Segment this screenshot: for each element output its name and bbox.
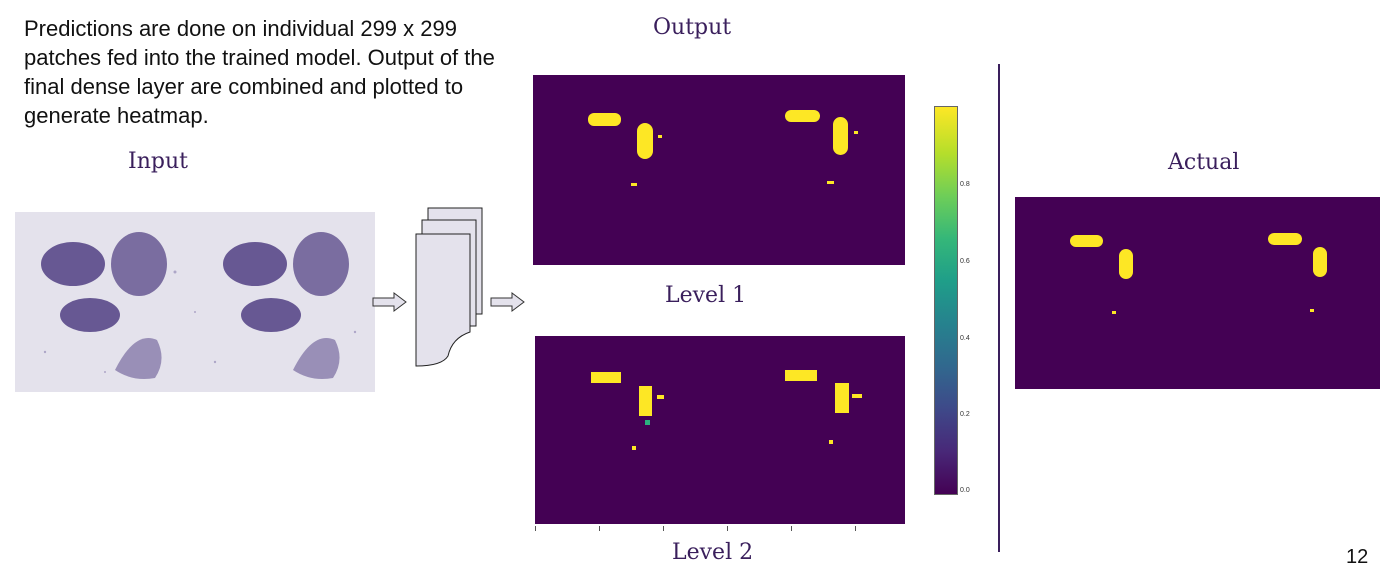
axis-tick bbox=[855, 526, 856, 531]
axis-tick bbox=[599, 526, 600, 531]
vertical-divider bbox=[998, 64, 1000, 552]
level1-label: Level 1 bbox=[665, 283, 747, 308]
heatmap-actual bbox=[1015, 197, 1380, 389]
heatmap-level1 bbox=[533, 75, 905, 265]
output-label: Output bbox=[653, 15, 732, 40]
actual-label: Actual bbox=[1168, 150, 1240, 175]
input-label: Input bbox=[128, 149, 188, 174]
axis-tick bbox=[535, 526, 536, 531]
axis-tick bbox=[727, 526, 728, 531]
heatmap-level2 bbox=[535, 336, 905, 524]
slide-number: 12 bbox=[1346, 546, 1369, 568]
level2-label: Level 2 bbox=[672, 540, 754, 565]
axis-tick bbox=[791, 526, 792, 531]
right-arrow-icon bbox=[372, 292, 407, 312]
intro-text: Predictions are done on individual 299 x… bbox=[24, 16, 495, 128]
colorbar-tick: 0.4 bbox=[960, 335, 970, 342]
colorbar-tick: 0.8 bbox=[960, 181, 970, 188]
colorbar-tick: 0.2 bbox=[960, 411, 970, 418]
tissue-sections-graphic bbox=[41, 232, 357, 379]
colorbar-tick: 0.0 bbox=[960, 487, 970, 494]
model-stack-icon bbox=[415, 207, 483, 367]
input-tissue-image bbox=[15, 212, 375, 392]
colorbar bbox=[934, 106, 958, 495]
colorbar-tick: 0.6 bbox=[960, 258, 970, 265]
right-arrow-icon bbox=[490, 292, 525, 312]
axis-tick bbox=[663, 526, 664, 531]
